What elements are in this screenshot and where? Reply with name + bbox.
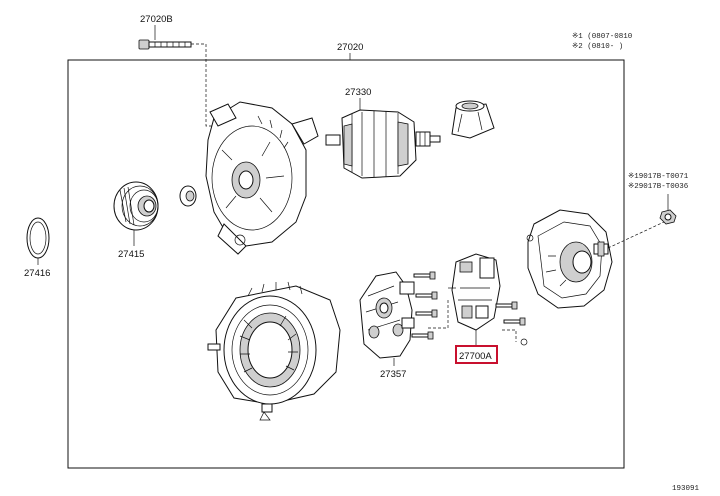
regulator-27700A: [448, 253, 501, 331]
label-27020[interactable]: 27020: [337, 42, 363, 53]
rectifier-screws: [411, 271, 438, 340]
label-27700A-highlight-box: [455, 345, 498, 364]
note-bolt-2: ※29017B-T0036: [628, 182, 689, 191]
note-1: ※1 (0807-0810: [572, 32, 633, 41]
cover-nut: [659, 209, 677, 225]
seal-27416: [26, 217, 50, 259]
label-27020B[interactable]: 27020B: [140, 14, 173, 25]
rectifier-27357: [359, 271, 415, 359]
diagram-code: 193091: [672, 485, 700, 493]
label-27330[interactable]: 27330: [345, 87, 371, 98]
bearing-cover: [451, 100, 495, 139]
rotor-27330: [325, 109, 441, 179]
label-27416[interactable]: 27416: [24, 268, 50, 279]
drive-end-frame: [205, 101, 319, 255]
label-27415[interactable]: 27415: [118, 249, 144, 260]
label-27357[interactable]: 27357: [380, 369, 406, 380]
note-bolt-1: ※19017B-T0071: [628, 172, 689, 181]
pulley-27415: [113, 181, 159, 231]
label-27700A[interactable]: 27700A: [459, 351, 492, 362]
assembly-frame: [67, 59, 625, 469]
stator-assembly: [207, 281, 341, 421]
rear-end-cover: [526, 209, 613, 309]
spacer-ring: [179, 185, 197, 207]
regulator-screws: [495, 301, 528, 346]
bolt-27020B: [138, 39, 192, 50]
note-2: ※2 (0810- ): [572, 42, 623, 51]
